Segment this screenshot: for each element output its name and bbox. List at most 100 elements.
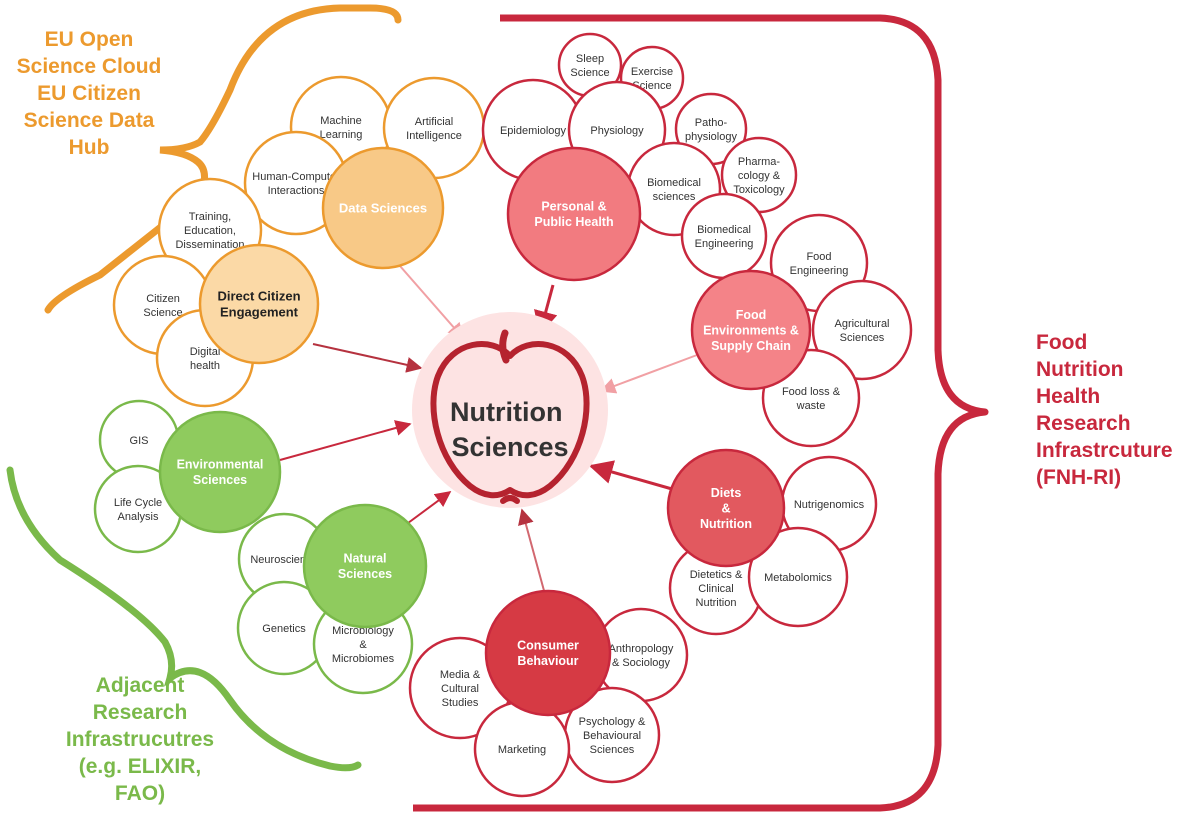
- microbiology-label-line-3: Microbiomes: [332, 653, 395, 665]
- arrow-environmental: [279, 420, 412, 461]
- food-loss-label-line-1: Food loss &: [782, 386, 841, 398]
- environmental-label-line-2: Sciences: [193, 473, 247, 487]
- nutrition-sciences-node: Nutrition Sciences: [412, 312, 608, 508]
- adjacent-infrastructures-label: Adjacent Research Infrastrucutres (e.g. …: [40, 672, 240, 807]
- food-engineering-label-line-1: Food: [806, 251, 831, 263]
- pharmacology-label-line-3: Toxicology: [733, 184, 785, 196]
- personal-health-circle: [506, 146, 642, 282]
- consumer-circle: [484, 589, 612, 717]
- diets-label-line-1: Diets: [711, 486, 742, 500]
- diets-node: Diets& Nutrition: [666, 448, 786, 568]
- eu-label-line-4: Science Data: [23, 109, 155, 132]
- food-loss-label-line-2: waste: [796, 400, 826, 412]
- data-sciences-node: Data Sciences: [321, 146, 445, 270]
- personal-health-label-line-2: Public Health: [534, 215, 613, 229]
- fnh-label-line-5: Infrastrcuture: [1036, 439, 1173, 462]
- fnh-label-line-3: Health: [1036, 385, 1101, 408]
- agricultural-circle: [811, 279, 913, 381]
- adjacent-bracket: [6, 466, 362, 772]
- direct-citizen-label-line-2: Engagement: [220, 305, 299, 320]
- pharmacology-label-line-1: Pharma-: [738, 156, 781, 168]
- adjacent-label-line-2: Research: [92, 701, 188, 724]
- metabolomics-label-line-1: Metabolomics: [764, 572, 832, 584]
- agricultural-label-line-1: Agricultural: [834, 318, 889, 330]
- ai-label-line-1: Artificial: [415, 116, 454, 128]
- marketing-label-line-1: Marketing: [498, 744, 546, 756]
- digital-health-label-line-2: health: [190, 360, 220, 372]
- lca-label-line-1: Life Cycle: [114, 497, 162, 509]
- machine-learning-label-line-1: Machine: [320, 115, 362, 127]
- data-sciences-label-line-1: Data Sciences: [339, 201, 427, 216]
- training-label-line-2: Education,: [184, 225, 236, 237]
- microbiology-label-line-2: &: [359, 639, 367, 651]
- media-label-line-1: Media &: [440, 669, 481, 681]
- adjacent-label-line-1: Adjacent: [95, 674, 185, 697]
- citizen-science-label-line-1: Citizen: [146, 293, 180, 305]
- training-label-line-3: Dissemination: [175, 239, 244, 251]
- fnh-label-line-1: Food: [1036, 331, 1088, 354]
- food-engineering-label-line-2: Engineering: [790, 265, 849, 277]
- hci-label-line-2: Interactions: [268, 185, 325, 197]
- adjacent-label-line-5: FAO): [114, 782, 166, 805]
- apple-icon: [430, 341, 590, 499]
- anthropology-label-line-1: Anthropology: [609, 643, 674, 655]
- epidemiology-label-line-1: Epidemiology: [500, 125, 567, 137]
- diets-label-line-2: &: [721, 501, 730, 515]
- hci-label-line-1: Human-Computer: [252, 171, 340, 183]
- pathophysiology-label-line-2: physiology: [685, 131, 737, 143]
- citizen-science-label-line-2: Science: [143, 307, 182, 319]
- arrow-natural: [403, 491, 452, 527]
- anthropology-node: Anthropology& Sociology: [593, 607, 689, 703]
- personal-health-node: Personal &Public Health: [506, 146, 642, 282]
- biomedical-sciences-label-line-2: sciences: [653, 191, 696, 203]
- lca-label-line-2: Analysis: [118, 511, 159, 523]
- apple-bottom-mark: [500, 495, 520, 504]
- environmental-circle: [158, 410, 282, 534]
- marketing-node: Marketing: [473, 700, 571, 798]
- training-label-line-1: Training,: [189, 211, 231, 223]
- food-environments-circle: [690, 269, 812, 391]
- diets-label-line-3: Nutrition: [700, 517, 752, 531]
- exercise-label-line-1: Exercise: [631, 66, 673, 78]
- biomedical-engineering-label-line-2: Engineering: [695, 238, 754, 250]
- diets-circle: [666, 448, 786, 568]
- media-label-line-3: Studies: [442, 697, 479, 709]
- personal-health-label-line-1: Personal &: [541, 200, 606, 214]
- eu-label-line-2: Science Cloud: [16, 55, 162, 78]
- natural-label-line-2: Sciences: [338, 567, 392, 581]
- psychology-label-line-1: Psychology &: [579, 716, 646, 728]
- food-environments-label-line-3: Supply Chain: [711, 339, 791, 353]
- direct-citizen-label-line-1: Direct Citizen: [217, 289, 300, 304]
- pharmacology-label-line-2: cology &: [738, 170, 781, 182]
- food-environments-label-line-2: Environments &: [703, 323, 799, 337]
- media-label-line-2: Cultural: [441, 683, 479, 695]
- arrow-data-sciences: [399, 265, 465, 340]
- fnh-bracket: [413, 14, 989, 812]
- machine-learning-label-line-2: Learning: [320, 129, 363, 141]
- eu-label-line-1: EU Open: [44, 28, 134, 51]
- arrow-direct-citizen: [312, 343, 423, 373]
- sleep-label-line-1: Sleep: [576, 53, 604, 65]
- physiology-label-line-1: Physiology: [590, 125, 644, 137]
- digital-health-label-line-1: Digital: [190, 346, 221, 358]
- food-environments-label-line-1: Food: [736, 308, 767, 322]
- agricultural-label-line-2: Sciences: [840, 332, 885, 344]
- psychology-label-line-3: Sciences: [590, 744, 635, 756]
- natural-label-line-1: Natural: [343, 552, 386, 566]
- fnh-label-line-2: Nutrition: [1036, 358, 1124, 381]
- ai-label-line-2: Intelligence: [406, 130, 462, 142]
- dietetics-label-line-3: Nutrition: [696, 597, 737, 609]
- dietetics-label-line-2: Clinical: [698, 583, 733, 595]
- genetics-label-line-1: Genetics: [262, 623, 306, 635]
- center-title-line-2: Sciences: [451, 432, 568, 462]
